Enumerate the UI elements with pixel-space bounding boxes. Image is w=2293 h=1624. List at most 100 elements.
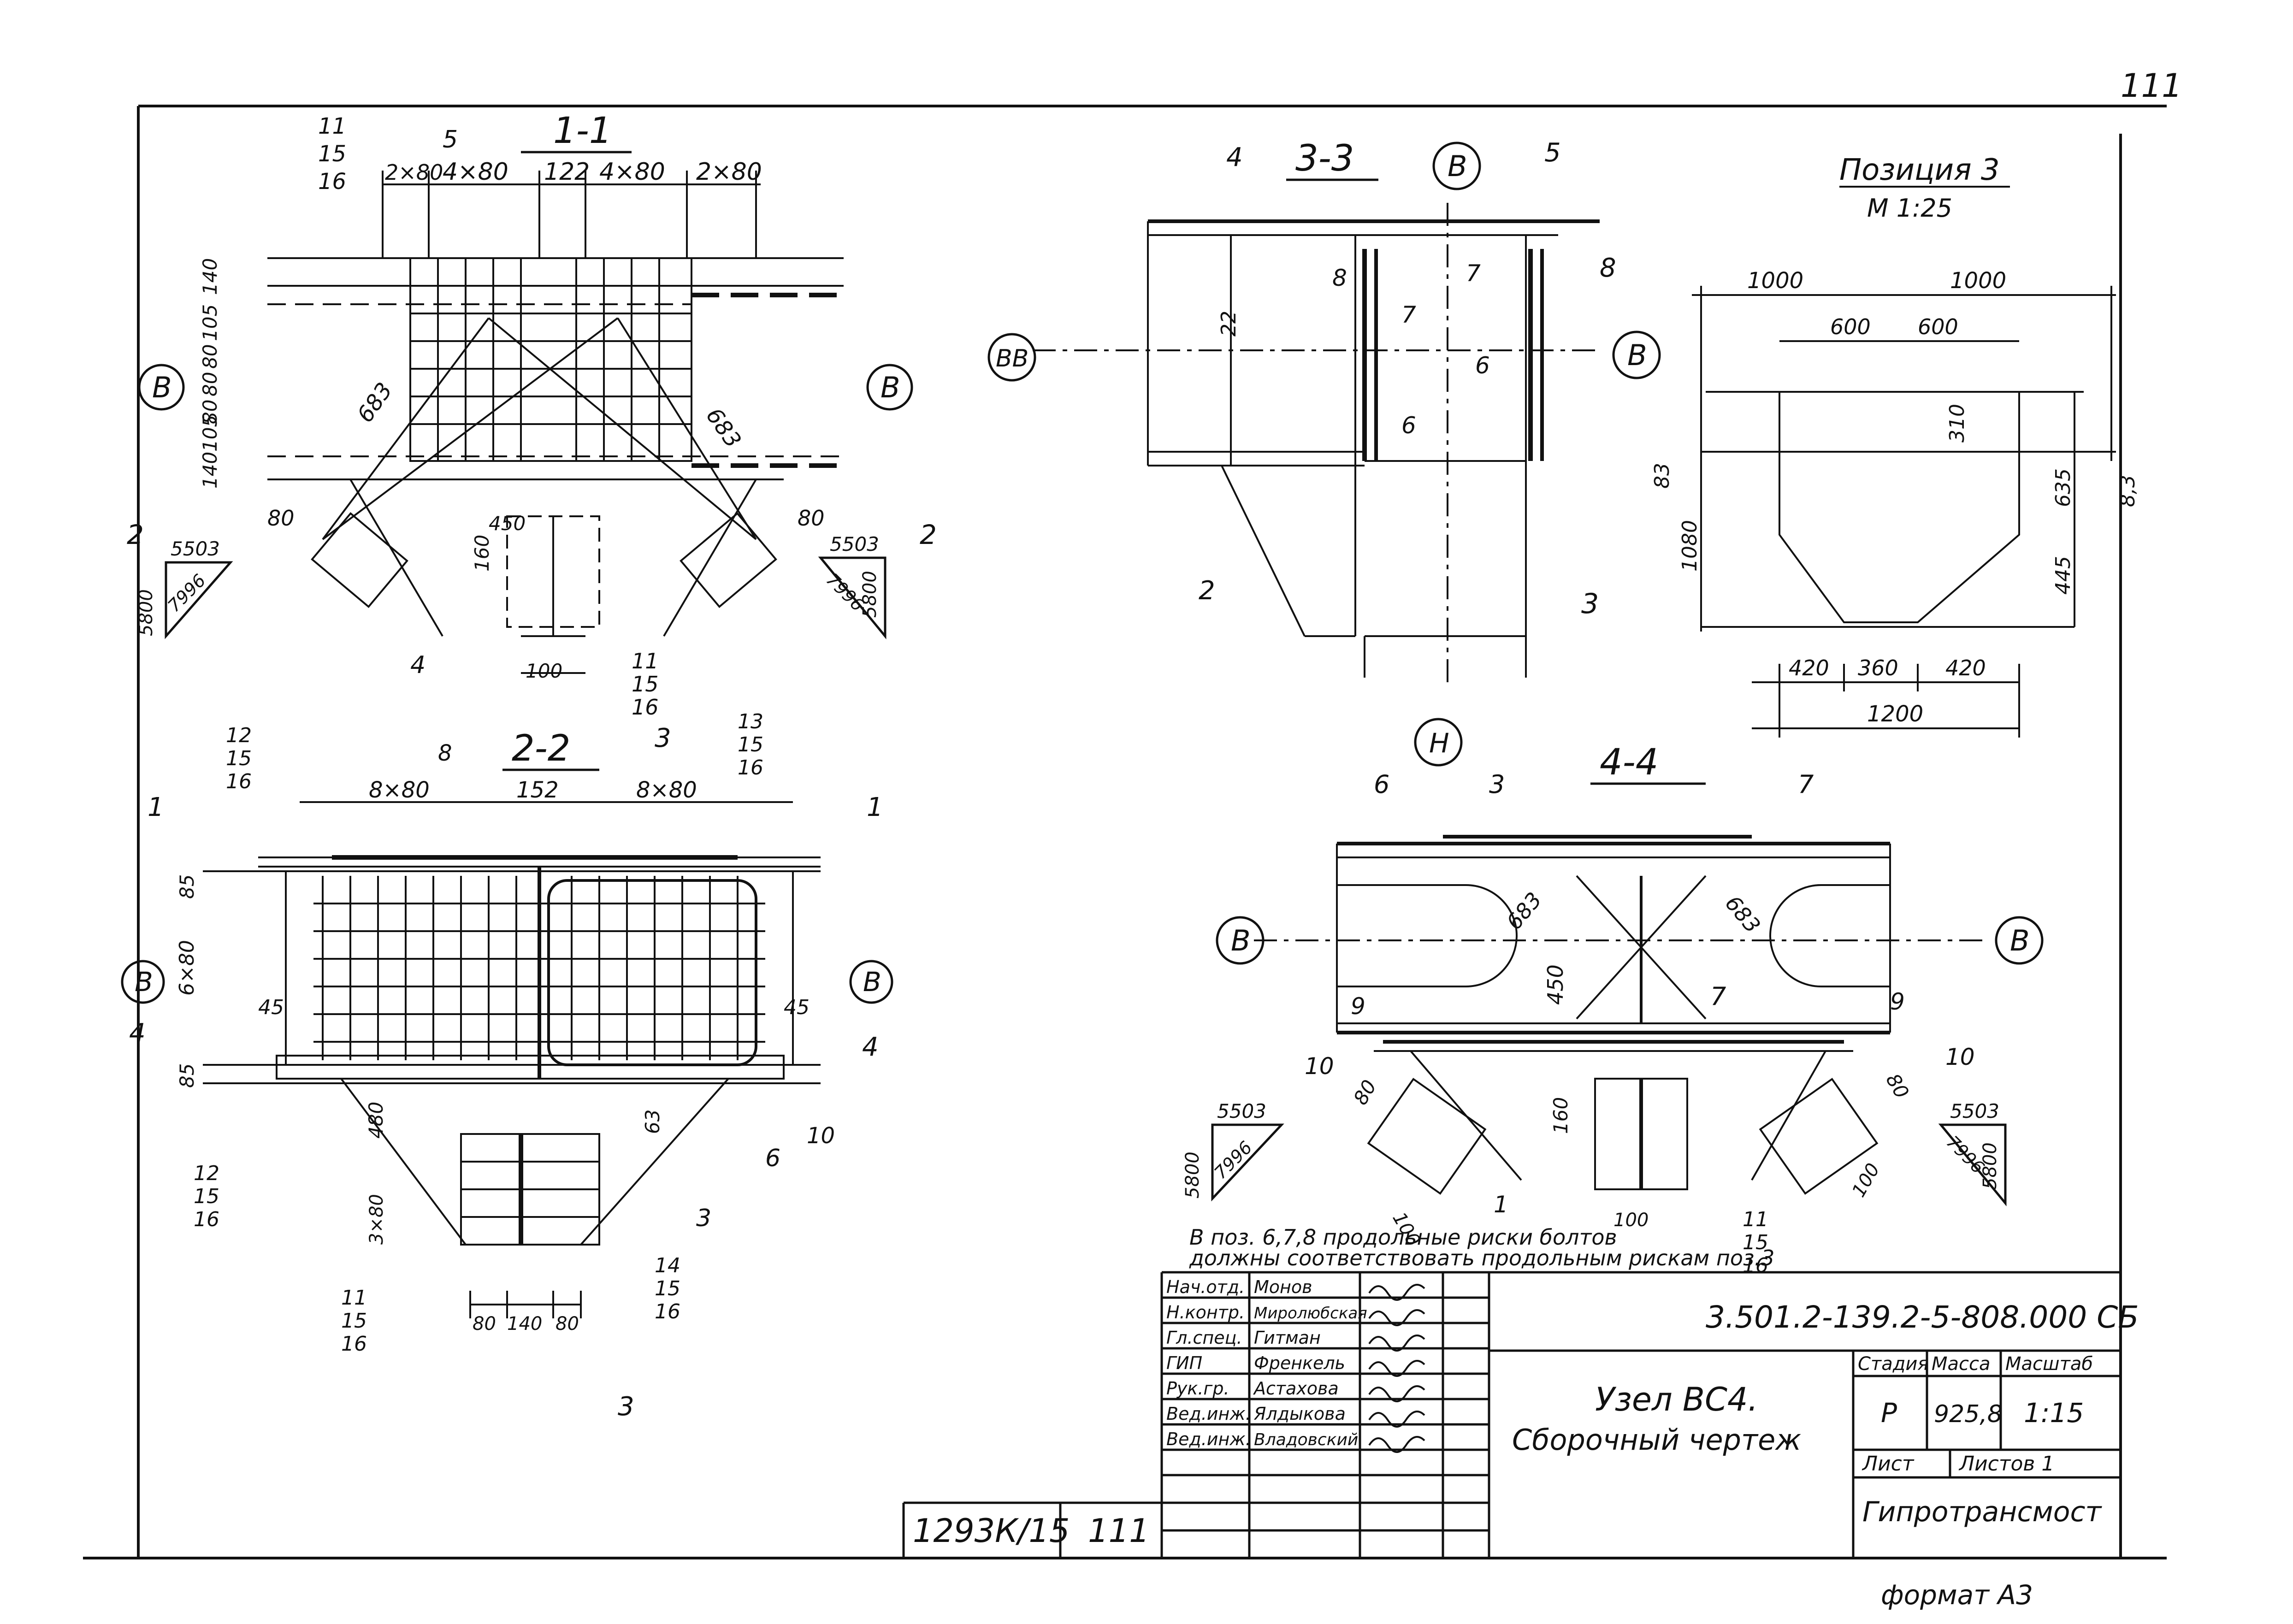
sheet-label: Лист <box>1862 1452 1915 1476</box>
vdim: 80 <box>199 344 221 369</box>
mark: 4 <box>1226 142 1243 172</box>
mark: 45 <box>258 996 284 1019</box>
mark: 9 <box>1351 993 1365 1020</box>
vdim: 80 <box>199 400 221 424</box>
mark: 7 <box>1466 260 1481 287</box>
stage-header: Стадия <box>1858 1353 1928 1375</box>
role-6: Вед.инж. <box>1166 1429 1251 1449</box>
stage-value: Р <box>1881 1397 1897 1429</box>
dim: 2×80 <box>385 160 443 185</box>
mark: 16 <box>226 770 252 793</box>
mark: 22 <box>1217 311 1241 337</box>
vdim: 105 <box>199 415 221 452</box>
section-title: 4-4 <box>1600 742 1658 783</box>
name-3: Френкель <box>1254 1353 1345 1373</box>
tri: 5800 <box>1980 1142 2001 1189</box>
mark: 15 <box>632 672 659 697</box>
position-scale: М 1:25 <box>1867 194 1952 223</box>
dim: 8×80 <box>636 777 697 803</box>
mark: 6 <box>765 1145 780 1172</box>
dim: 1000 <box>1950 268 2006 294</box>
cut: 3 <box>655 723 671 753</box>
mark: 7 <box>1710 982 1726 1011</box>
role-4: Рук.гр. <box>1166 1378 1229 1399</box>
mark: 12 <box>194 1162 219 1185</box>
title-line-2: Сборочный чертеж <box>1512 1423 1801 1457</box>
signatures <box>1368 1284 1425 1453</box>
axis-label: В <box>1231 924 1251 957</box>
mark: 8 <box>1332 265 1347 291</box>
section-3-3: 3-3 В ВВ В <box>987 138 1661 767</box>
section-1-1: 1-1 <box>127 110 937 720</box>
vdim: 310 <box>1945 404 1969 443</box>
mark: 8 <box>438 740 452 766</box>
mark: 16 <box>318 169 346 195</box>
mark: 10 <box>807 1123 835 1149</box>
dim: 420 <box>1789 656 1829 680</box>
role-3: ГИП <box>1166 1353 1202 1373</box>
dim: 1000 <box>1747 268 1803 294</box>
mark: 11 <box>632 649 659 673</box>
mark: 45 <box>784 996 810 1019</box>
mark: 80 <box>798 506 825 531</box>
dim: 4×80 <box>443 158 508 186</box>
mass-value: 925,8 <box>1934 1400 2003 1428</box>
note-line-1: В поз. 6,7,8 продольные риски болтов <box>1189 1225 1617 1250</box>
mark: 15 <box>341 1309 367 1333</box>
mark: 3 <box>1581 588 1599 620</box>
name-2: Гитман <box>1254 1328 1321 1348</box>
dim: 1200 <box>1867 701 1923 727</box>
title-block <box>902 1271 2121 1558</box>
axis-label: Н <box>1429 727 1449 759</box>
vdim: 83 <box>1650 463 1674 489</box>
axis-label: В <box>863 966 881 998</box>
mark: 63 <box>641 1110 664 1134</box>
mark: 4 <box>410 651 426 679</box>
cut: 3 <box>618 1392 634 1422</box>
scale-header: Масштаб <box>2005 1353 2093 1375</box>
mark: 6 <box>1401 412 1416 439</box>
mark: 100 <box>526 660 562 682</box>
title-line-1: Узел ВС4. <box>1595 1381 1758 1418</box>
mark: 7 <box>1798 770 1814 799</box>
mark: 12 <box>226 724 252 747</box>
sheet-frame <box>83 105 2167 1559</box>
position-title: Позиция 3 <box>1839 153 2000 187</box>
role-2: Гл.спец. <box>1166 1328 1242 1348</box>
vdim: 635 <box>2051 468 2075 507</box>
diag-dim: 683 <box>701 403 746 453</box>
mark: 450 <box>1543 964 1568 1005</box>
mark: 80 <box>267 506 295 531</box>
axis-label: В <box>1627 338 1647 372</box>
organization: Гипротрансмост <box>1862 1496 2102 1528</box>
mark: 16 <box>738 756 763 780</box>
dim: 4×80 <box>599 158 665 186</box>
dim: 600 <box>1830 314 1871 339</box>
dim: 600 <box>1918 314 1958 339</box>
axis-label: В <box>2010 924 2030 957</box>
cut: 1 <box>148 792 164 822</box>
role-0: Нач.отд. <box>1166 1277 1245 1297</box>
vdim: 445 <box>2051 556 2075 595</box>
mark: 683 <box>1720 891 1766 938</box>
dim: 2×80 <box>696 158 762 186</box>
mark: 5 <box>443 126 458 154</box>
scale-value: 1:15 <box>2024 1397 2084 1429</box>
mark: 6 <box>1475 352 1490 379</box>
position-3: Позиция 3 М 1:25 1000 1000 600 600 420 3… <box>1650 153 2139 738</box>
mark: 13 <box>738 710 763 733</box>
vdim: 1080 <box>1678 520 1702 572</box>
vdim: 140 <box>199 452 221 489</box>
section-2-2: 2-2 <box>121 710 893 1422</box>
format-label: формат А3 <box>1881 1579 2033 1611</box>
cut: 1 <box>867 792 883 822</box>
mark: 80 <box>556 1313 579 1335</box>
mark: 11 <box>341 1286 367 1310</box>
axis-label: ВВ <box>996 345 1028 372</box>
role-5: Вед.инж. <box>1166 1404 1251 1424</box>
role-1: Н.контр. <box>1166 1302 1245 1323</box>
tri: 5503 <box>1217 1100 1266 1122</box>
mark: 80 <box>1349 1076 1381 1109</box>
tri: 5503 <box>830 533 879 555</box>
